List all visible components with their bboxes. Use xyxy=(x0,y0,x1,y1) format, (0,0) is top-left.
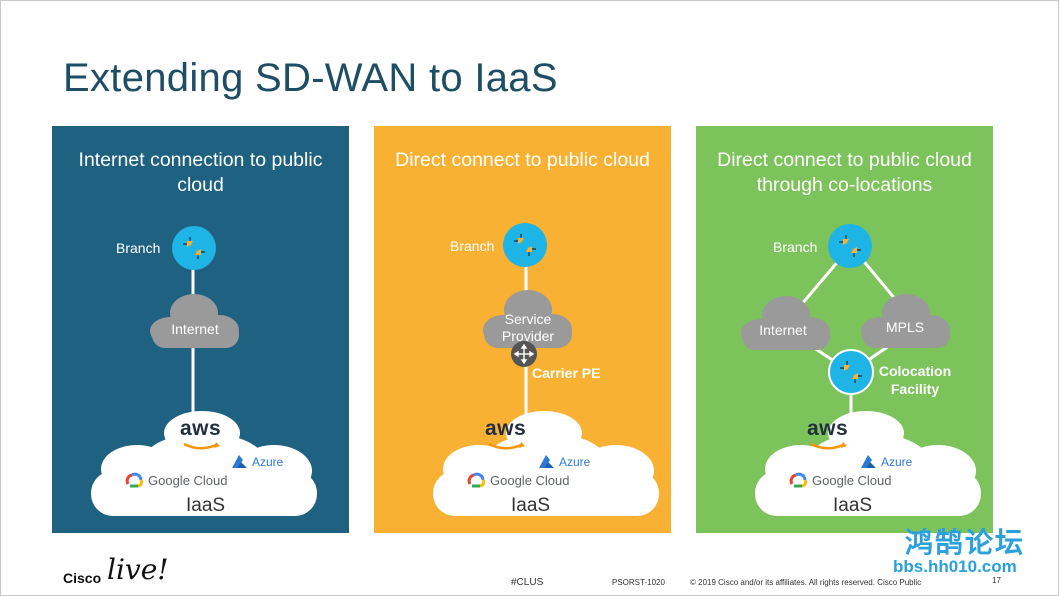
aws-smile-icon xyxy=(810,442,847,450)
google-cloud-text: Google Cloud xyxy=(148,473,228,488)
cisco-live-logo-text: live! xyxy=(107,553,169,586)
colocation-facility-label: Colocation Facility xyxy=(878,363,952,397)
branch-router-icon xyxy=(828,224,872,268)
iaas-cloud-shape-icon xyxy=(91,411,317,516)
diagram-internet-connection xyxy=(150,226,239,418)
azure-logo-text: Azure xyxy=(881,455,913,469)
panel-heading: Direct connect to public cloud through c… xyxy=(717,149,972,196)
panel-internet-connection: Internet connection to public cloud Bran… xyxy=(52,126,349,533)
service-provider-label: Service Provider xyxy=(501,311,555,344)
colocation-router-icon xyxy=(828,349,874,395)
copyright: © 2019 Cisco and/or its affiliates. All … xyxy=(690,578,922,587)
azure-logo-text: Azure xyxy=(252,455,284,469)
azure-logo-icon xyxy=(539,455,554,468)
panel-heading: Internet connection to public cloud xyxy=(78,149,323,196)
cisco-logo-text: Cisco xyxy=(63,570,102,586)
internet-cloud-label: Internet xyxy=(759,322,807,338)
router-icon xyxy=(503,223,547,267)
slide-title: Extending SD-WAN to IaaS xyxy=(63,56,558,100)
hashtag: #CLUS xyxy=(511,577,544,588)
watermark-url: bbs.hh010.com xyxy=(893,557,1017,576)
mpls-cloud-icon xyxy=(861,294,950,348)
iaas-cloud: aws Azure Google Cloud IaaS xyxy=(89,411,319,521)
branch-label: Branch xyxy=(450,238,495,254)
service-provider-cloud-icon xyxy=(483,290,572,348)
google-cloud-icon xyxy=(789,472,808,488)
aws-smile-icon xyxy=(488,442,525,450)
internet-cloud-label: Internet xyxy=(171,321,219,337)
internet-cloud-icon xyxy=(150,294,239,348)
page-number: 17 xyxy=(992,576,1001,585)
aws-logo-text: aws xyxy=(485,417,527,440)
branch-label: Branch xyxy=(773,239,818,255)
carrier-pe-label: Carrier PE xyxy=(532,365,601,381)
iaas-label: IaaS xyxy=(833,495,873,516)
panel-direct-connect: Direct connect to public cloud xyxy=(374,126,671,533)
panel-heading: Direct connect to public cloud xyxy=(395,149,650,171)
router-icon xyxy=(172,226,216,270)
aws-smile-icon xyxy=(183,442,220,450)
azure-logo-icon xyxy=(861,455,876,468)
azure-logo-icon xyxy=(232,455,247,468)
internet-cloud-icon xyxy=(741,296,830,350)
google-cloud-text: Google Cloud xyxy=(490,473,570,488)
google-cloud-icon xyxy=(125,472,144,488)
iaas-cloud: aws Azure Google Cloud IaaS xyxy=(431,411,661,521)
diagram-colocation xyxy=(741,224,950,418)
azure-logo-text: Azure xyxy=(559,455,591,469)
panel-colocation: Direct connect to public cloud through c… xyxy=(696,126,993,533)
iaas-label: IaaS xyxy=(186,495,226,516)
mpls-cloud-label: MPLS xyxy=(885,319,925,335)
google-cloud-icon xyxy=(467,472,486,488)
iaas-label: IaaS xyxy=(511,495,551,516)
aws-logo-text: aws xyxy=(180,417,222,440)
watermark-text: 鸿鹄论坛 xyxy=(905,527,1026,558)
carrier-pe-router-icon xyxy=(511,341,537,367)
branch-label: Branch xyxy=(116,240,161,256)
google-cloud-text: Google Cloud xyxy=(812,473,892,488)
session-id: PSORST-1020 xyxy=(612,578,665,587)
iaas-cloud: aws Azure Google Cloud IaaS xyxy=(753,411,983,521)
diagram-direct-connect xyxy=(483,223,572,418)
aws-logo-text: aws xyxy=(807,417,849,440)
